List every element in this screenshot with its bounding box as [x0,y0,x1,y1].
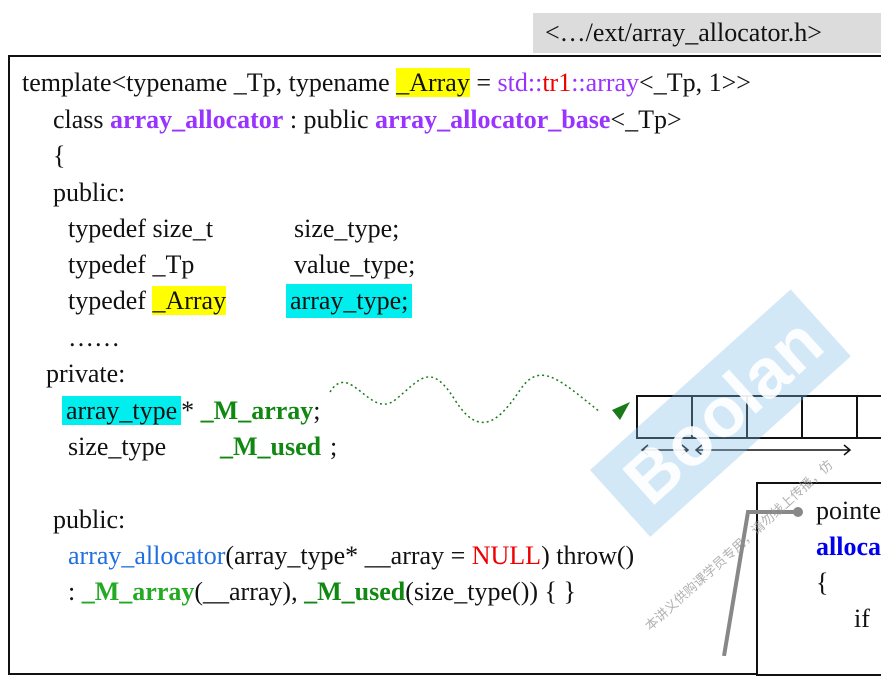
code-text: size_type [68,432,167,461]
code-text: ; [330,432,338,461]
code-line: public: [53,178,126,207]
ctor-name: array_allocator [68,541,226,570]
code-line: : _M_array(__array), _M_used(size_type()… [68,575,576,609]
code-line: public: [53,505,126,534]
size-arrows [640,444,852,456]
null-keyword: NULL [471,541,542,570]
array-param-highlight: _Array [396,68,470,97]
code-line: if [854,604,870,633]
side-code-panel: pointe alloca { if [756,482,881,676]
code-text: class [53,105,111,134]
code-text: ::array [571,68,640,97]
code-line: typedef _Tp value_type; [68,248,415,282]
code-text: = [469,68,498,97]
code-line: …… [68,323,120,352]
member-name: _M_array [81,577,195,606]
code-text: tr1 [542,68,572,97]
code-text: typedef size_t [68,214,214,243]
member-name: _M_array [200,396,314,425]
array-type-highlight: array_type [62,396,182,425]
code-text: (size_type()) { } [405,577,576,606]
code-text: : [68,577,82,606]
code-text: ; [313,396,321,425]
code-line: { [816,568,829,597]
code-line: private: [46,359,126,388]
code-line: pointe [816,496,881,525]
code-text: typedef [68,286,153,315]
code-line-template: template<typename _Tp, typename _Array =… [22,66,751,100]
arrow-head-icon [612,402,630,420]
code-text: typedef _Tp [68,250,195,279]
code-text: std:: [497,68,543,97]
code-line: { [53,141,66,170]
code-line: typedef _Array array_type; [68,284,413,318]
code-text: ) throw() [541,541,635,570]
array-highlight: _Array [152,286,227,315]
array-type-highlight: array_type; [286,284,413,318]
member-name: _M_used [304,577,406,606]
code-line: array_allocator(array_type* __array = NU… [68,539,634,573]
code-text: template<typename _Tp, typename [22,68,397,97]
array-cell [856,395,881,439]
code-line: array_type* _M_array; [62,394,321,428]
member-name: _M_used [220,432,322,461]
code-text: : public [283,105,376,134]
file-label: <…/ext/array_allocator.h> [533,13,881,53]
code-line: typedef size_t size_type; [68,212,399,246]
array-diagram [636,395,881,439]
pointer-dotted-arrow [329,374,601,423]
code-text: value_type; [294,250,416,279]
class-name: array_allocator [110,105,284,134]
code-text: <_Tp, 1>> [639,68,751,97]
code-line: alloca [816,532,881,561]
code-text: <_Tp> [610,105,682,134]
code-text: size_type; [294,214,400,243]
diagram-arrows [329,374,852,456]
code-text: (array_type* __array = [225,541,472,570]
code-line-class: class array_allocator : public array_all… [53,103,682,137]
code-text: (__array), [194,577,305,606]
code-text: * [181,396,201,425]
base-class-name: array_allocator_base [375,105,611,134]
code-line: size_type _M_used; [68,430,337,464]
